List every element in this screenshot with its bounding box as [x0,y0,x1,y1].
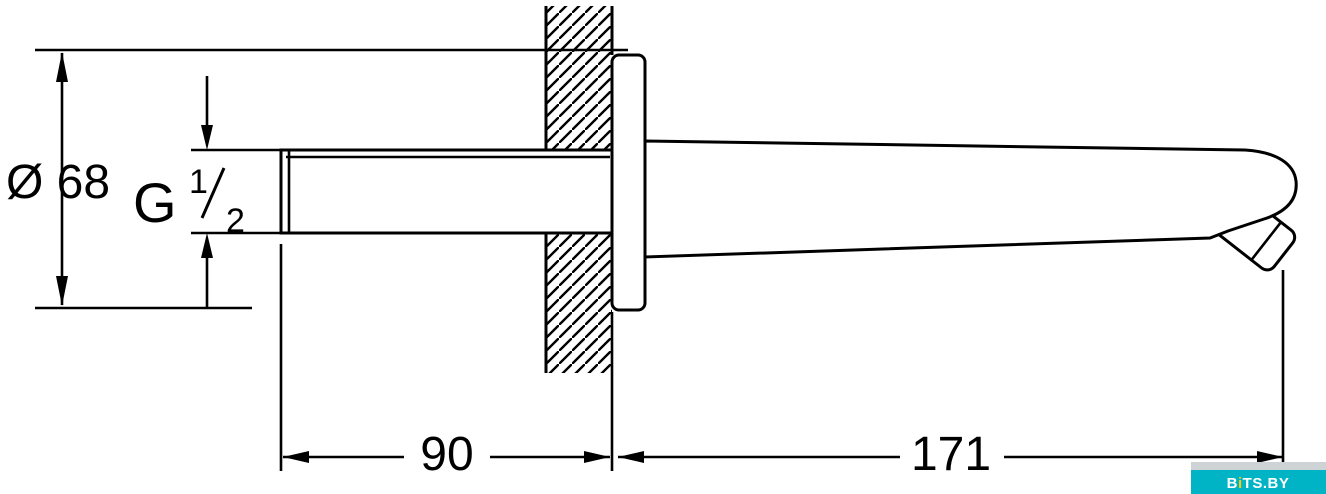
aerator-ring-line [1250,221,1282,261]
depth-dimension-label: 90 [420,428,473,481]
depth-arrow-left [283,451,309,463]
spout-assembly [279,53,1298,312]
diameter-arrow-down [56,276,68,306]
reach-arrow-right [1257,451,1283,463]
watermark-strip [1191,462,1326,470]
wall-section [544,6,614,373]
spout-body [643,139,1298,259]
dimension-depth: 90 [279,244,614,481]
dimension-reach: 171 [618,270,1285,481]
thread-arrow-up [201,233,213,258]
reach-arrow-left [618,451,644,463]
watermark: BiTS.BY [1191,462,1326,494]
diameter-dimension-label: Ø 68 [6,156,110,209]
thread-fraction-slash [200,167,226,219]
dimension-thread: G 1 2 [133,76,283,307]
watermark-part-rest: TS.BY [1243,475,1290,492]
thread-arrow-down [201,125,213,150]
watermark-background [1191,470,1326,494]
wall-hatch-lower [546,233,612,373]
diameter-arrow-up [56,52,68,82]
reach-dimension-label: 171 [911,428,991,481]
thread-label-denominator: 2 [226,202,245,240]
inlet-pipe [279,148,614,235]
wall-hatch-upper [546,6,612,150]
dimension-diameter: Ø 68 [6,48,628,310]
thread-label-numerator: 1 [189,163,208,201]
watermark-part-i: i [1238,475,1243,492]
thread-label-letter: G [133,171,177,234]
watermark-part-b: B [1227,475,1238,492]
wall-plate [610,53,647,312]
watermark-text: BiTS.BY [1227,475,1290,492]
depth-arrow-right [584,451,610,463]
